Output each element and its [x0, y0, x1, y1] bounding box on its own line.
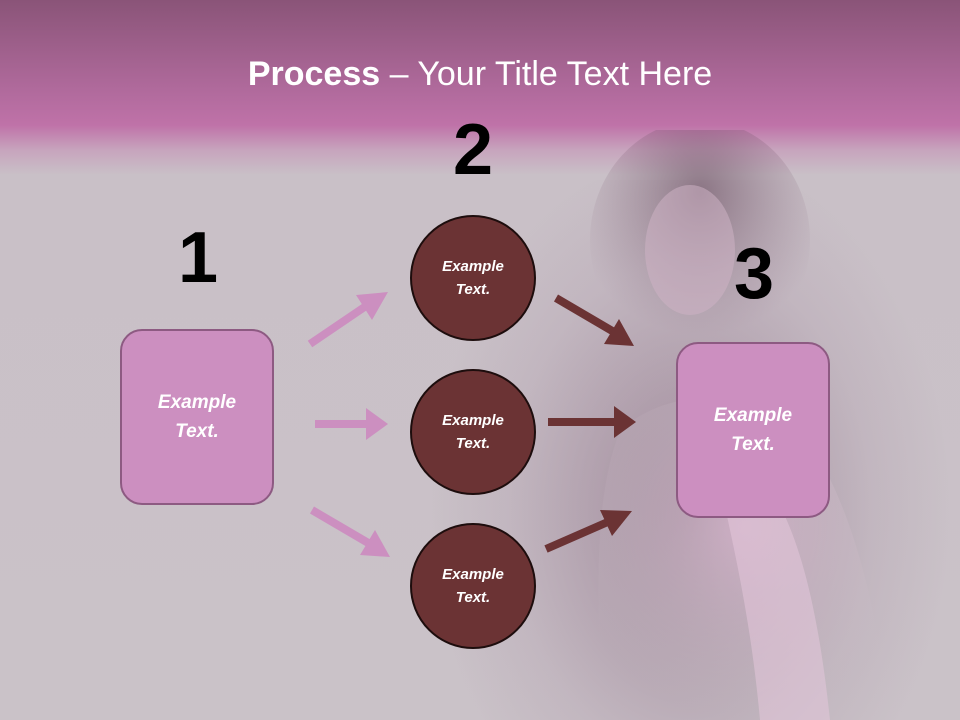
pink-arrow-down [309, 506, 373, 548]
step-3-box: Example Text. [676, 342, 830, 518]
title-bold: Process [247, 55, 381, 93]
circle-middle-text: Example Text. [442, 412, 504, 452]
pink-arrow-up [307, 302, 369, 348]
title-rest: – Your Title Text Here [380, 55, 713, 93]
pink-arrow-up-head [356, 292, 388, 320]
circle-middle: Example Text. [410, 369, 536, 495]
step-1-box: Example Text. [120, 329, 274, 505]
dark-arrow-up [544, 517, 612, 553]
dark-arrow-down-head [604, 319, 634, 346]
step-number-2: 2 [452, 110, 494, 190]
circle-bottom: Example Text. [410, 523, 536, 649]
step-1-text: Example Text. [157, 392, 237, 442]
pink-arrow-right-head [366, 408, 388, 440]
dark-arrow-up-head [600, 510, 632, 536]
circle-bottom-text: Example Text. [442, 566, 504, 606]
step-number-3: 3 [733, 234, 775, 314]
dark-arrow-down [553, 294, 617, 336]
slide-title: Process – Your Title Text Here [0, 52, 960, 96]
circle-top-text: Example Text. [442, 258, 504, 298]
pink-arrow-down-head [360, 530, 390, 557]
step-number-1: 1 [177, 218, 219, 298]
step-3-text: Example Text. [713, 405, 793, 455]
circle-top: Example Text. [410, 215, 536, 341]
dark-arrow-right-head [614, 406, 636, 438]
